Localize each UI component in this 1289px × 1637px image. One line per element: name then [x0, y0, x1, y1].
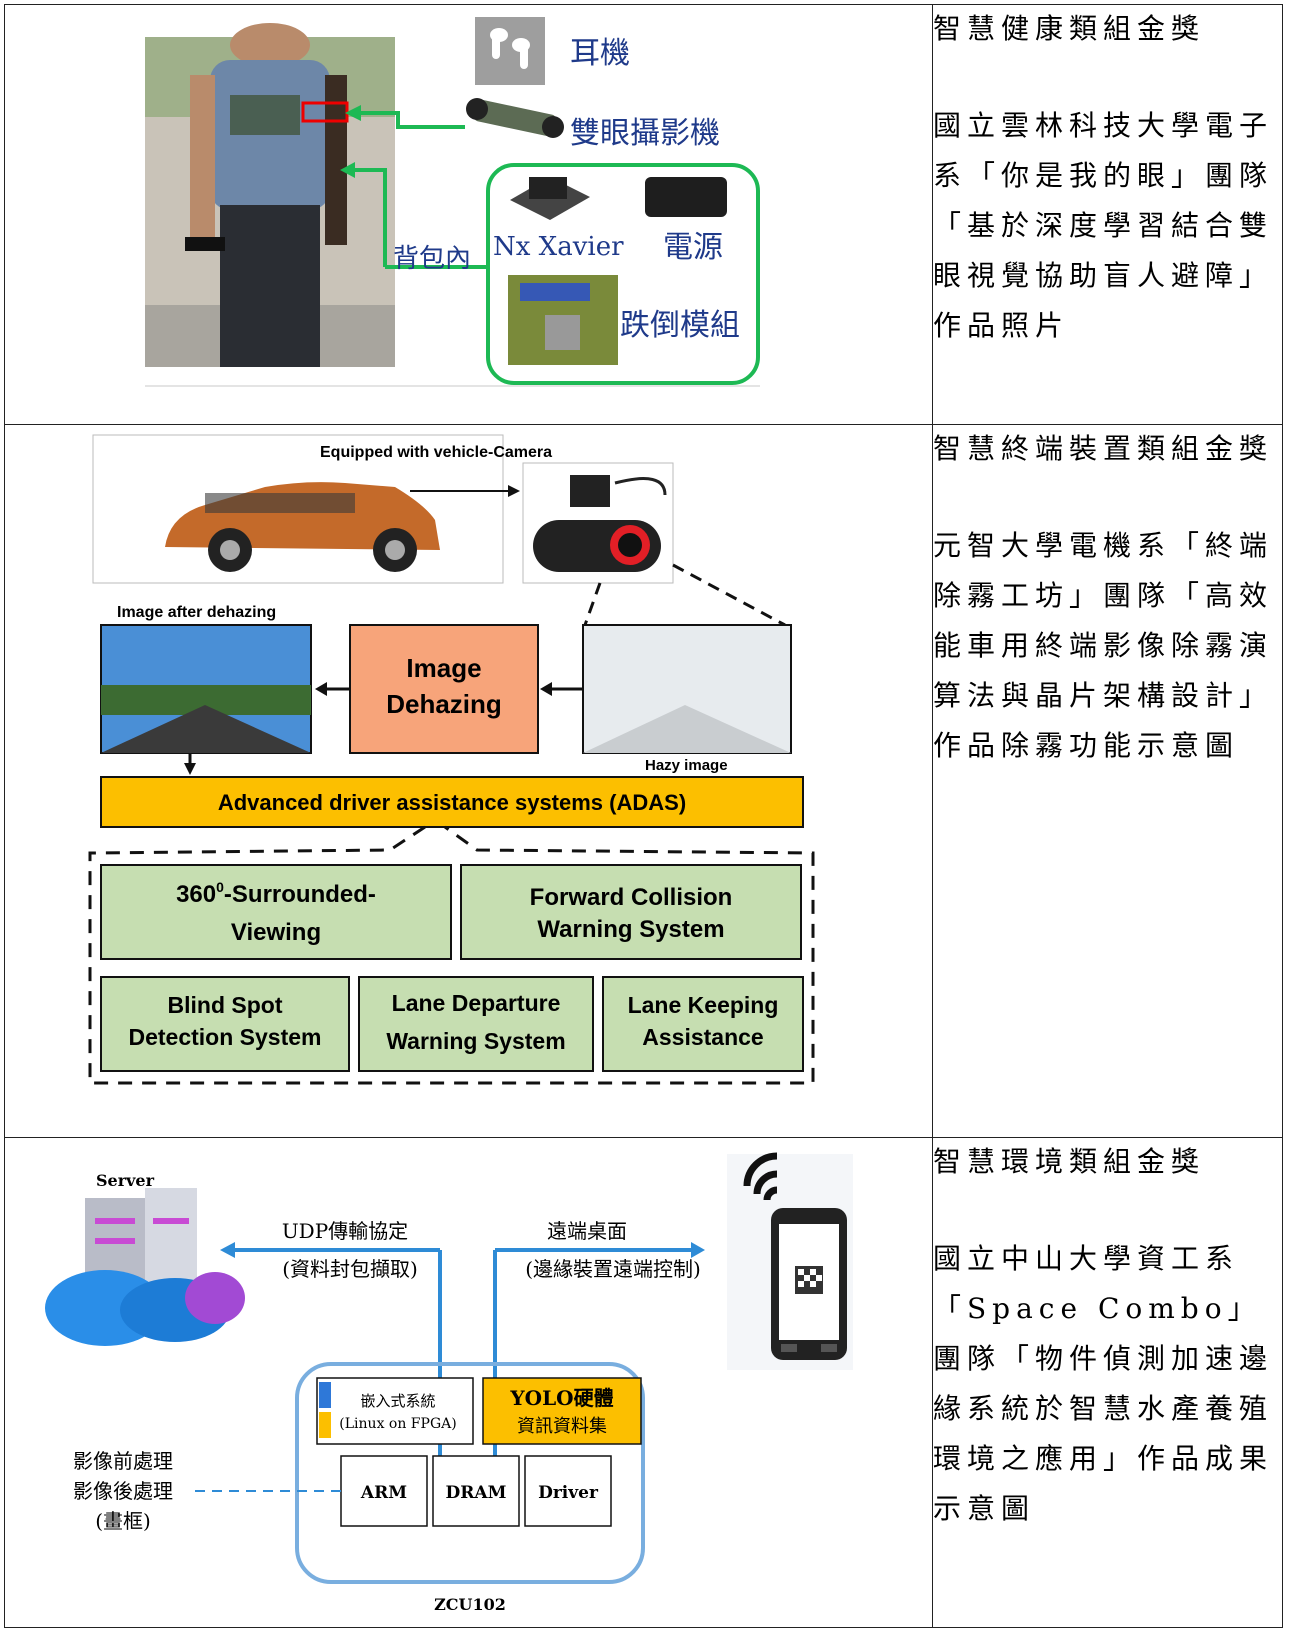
- award-title: 智慧健康類組金獎: [933, 12, 1206, 45]
- figure-cell-terminal: Equipped with vehicle-Camera Image after…: [4, 424, 933, 1138]
- forward-collision-text-2: Warning System: [537, 916, 724, 943]
- remote-arrow: [691, 1242, 705, 1258]
- fall-module-label: 跌倒模組: [620, 308, 740, 343]
- post-processing-label: 影像後處理: [73, 1479, 173, 1503]
- description-cell-terminal: 智慧終端裝置類組金獎 元智大學電機系「終端除霧工坊」團隊「高效能車用終端影像除霧…: [932, 424, 1283, 1138]
- yolo-label: YOLO硬體: [509, 1386, 613, 1410]
- dehazing-text-2: Dehazing: [386, 689, 502, 719]
- award-description: 元智大學電機系「終端除霧工坊」團隊「高效能車用終端影像除霧演算法與晶片架構設計」…: [933, 529, 1274, 762]
- udp-arrow: [220, 1242, 235, 1258]
- stereo-camera-icon: [466, 98, 564, 138]
- hazy-label: Hazy image: [645, 757, 728, 774]
- figure-cell-health: 耳機 雙眼攝影機 背包內: [4, 4, 933, 425]
- equipped-label: Equipped with vehicle-Camera: [320, 444, 552, 461]
- figure-cell-environment: Server UDP傳輸協定 (資料封包擷取): [4, 1137, 933, 1628]
- backpack-label: 背包內: [393, 244, 471, 274]
- forward-collision-box: [460, 864, 802, 960]
- lane-keeping-text-1: Lane Keeping: [628, 992, 779, 1018]
- lane-keeping-box: [602, 976, 804, 1072]
- lane-departure-text-1: Lane Departure: [392, 990, 561, 1016]
- udp-label: UDP傳輸協定: [282, 1219, 408, 1243]
- award-table: 耳機 雙眼攝影機 背包內: [4, 4, 1283, 1628]
- blind-assist-figure: 耳機 雙眼攝影機 背包內: [145, 17, 760, 387]
- surround-view-text-1: 3600-Surrounded-: [176, 879, 376, 908]
- person-photo: [145, 23, 395, 367]
- table-row: 耳機 雙眼攝影機 背包內: [4, 4, 1283, 425]
- forward-collision-text-1: Forward Collision: [530, 884, 733, 911]
- dehazed-road-image: [100, 624, 312, 754]
- driver-label: Driver: [538, 1483, 599, 1503]
- remote-label: 遠端桌面: [547, 1219, 627, 1243]
- backpack-arrow: [350, 168, 387, 267]
- fall-module-board-icon: [508, 275, 618, 365]
- blind-spot-box: [100, 976, 350, 1072]
- table-row: Equipped with vehicle-Camera Image after…: [4, 424, 1283, 1138]
- yolo-hardware-box: [482, 1377, 642, 1445]
- frame-label: (畫框): [95, 1509, 151, 1533]
- remote-sub-label: (邊緣裝置遠端控制): [525, 1257, 701, 1281]
- yolo-sub-label: 資訊資料集: [517, 1416, 607, 1437]
- server-cloud-icon: [45, 1188, 245, 1346]
- stereo-camera-label: 雙眼攝影機: [570, 116, 720, 151]
- backpack-contents-box: [486, 163, 760, 385]
- dram-box: [432, 1455, 520, 1527]
- lane-keeping-text-2: Assistance: [642, 1024, 763, 1050]
- arrow-to-camera: [508, 485, 520, 497]
- adas-label: Advanced driver assistance systems (ADAS…: [218, 790, 686, 815]
- blind-spot-text-1: Blind Spot: [168, 992, 283, 1018]
- surround-view-box: [100, 864, 452, 960]
- blind-spot-text-2: Detection System: [128, 1024, 321, 1050]
- award-title: 智慧環境類組金獎: [933, 1145, 1206, 1178]
- udp-sub-label: (資料封包擷取): [282, 1257, 418, 1281]
- pre-processing-label: 影像前處理: [73, 1449, 173, 1473]
- dehazing-diagram: Equipped with vehicle-Camera Image after…: [88, 434, 815, 1085]
- zcu102-label: ZCU102: [434, 1595, 506, 1614]
- smartphone-icon: [727, 1152, 853, 1370]
- embedded-system-box: [316, 1377, 474, 1445]
- power-bank-icon: [645, 177, 727, 217]
- adas-features-container: [88, 825, 815, 1085]
- power-label: 電源: [663, 230, 723, 265]
- dehazing-text-1: Image: [406, 653, 481, 683]
- server-label: Server: [96, 1171, 155, 1190]
- award-description: 國立中山大學資工系「Space Combo」團隊「物件偵測加速邊緣系統於智慧水產…: [933, 1242, 1274, 1525]
- lane-departure-text-2: Warning System: [386, 1028, 565, 1054]
- dram-label: DRAM: [446, 1483, 507, 1503]
- camera-arrow: [355, 111, 465, 129]
- table-row: Server UDP傳輸協定 (資料封包擷取): [4, 1137, 1283, 1628]
- award-description: 國立雲林科技大學電子系「你是我的眼」團隊「基於深度學習結合雙眼視覺協助盲人避障」…: [933, 109, 1274, 342]
- after-dehazing-label: Image after dehazing: [117, 604, 276, 621]
- driver-box: [524, 1455, 612, 1527]
- award-title: 智慧終端裝置類組金獎: [933, 432, 1274, 465]
- lane-departure-box: [358, 976, 594, 1072]
- description-cell-health: 智慧健康類組金獎 國立雲林科技大學電子系「你是我的眼」團隊「基於深度學習結合雙眼…: [932, 4, 1283, 425]
- nx-xavier-label: Nx Xavier: [493, 232, 624, 262]
- earphone-icon: [475, 17, 545, 85]
- embedded-system-label: 嵌入式系統: [360, 1392, 435, 1410]
- arm-label: ARM: [360, 1483, 407, 1503]
- surround-view-text-2: Viewing: [231, 919, 321, 946]
- embedded-system-sub: (Linux on FPGA): [339, 1416, 456, 1432]
- nx-xavier-board-icon: [510, 177, 590, 220]
- adas-bar: [100, 776, 804, 828]
- earphone-label: 耳機: [570, 36, 630, 71]
- hazy-road-image: [582, 624, 792, 754]
- edge-system-diagram: Server UDP傳輸協定 (資料封包擷取): [45, 1152, 853, 1614]
- zcu102-board: [295, 1362, 645, 1584]
- description-cell-environment: 智慧環境類組金獎 國立中山大學資工系「Space Combo」團隊「物件偵測加速…: [932, 1137, 1283, 1628]
